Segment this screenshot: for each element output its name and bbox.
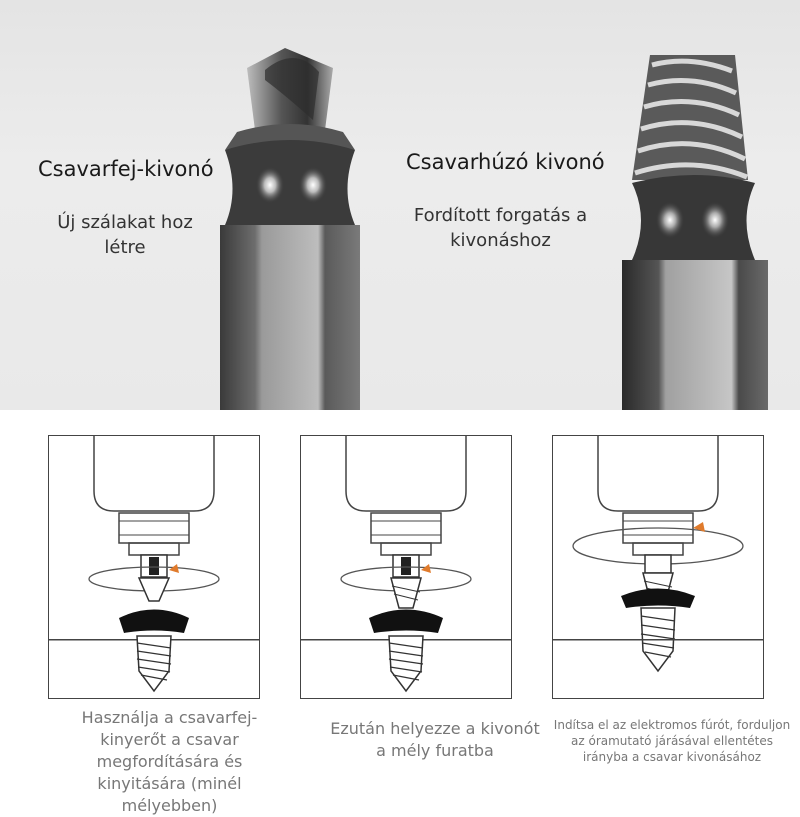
step-panel-2	[300, 435, 512, 699]
step-panel-1	[48, 435, 260, 699]
drill-with-head-extractor-icon	[49, 436, 259, 693]
step-panel-3	[552, 435, 764, 699]
screw-head-extractor-bit-icon	[220, 48, 360, 410]
screw-extractor-bit-icon	[622, 55, 768, 410]
step-caption-3: Indítsa el az elektromos fúrót, forduljo…	[553, 718, 791, 764]
left-bit-description: Új szálakat hoz létre	[57, 212, 193, 258]
drill-counterclockwise-extraction-icon	[553, 436, 763, 673]
drill-with-extractor-in-hole-icon	[301, 436, 511, 693]
right-bit-title: Csavarhúzó kivonó	[406, 150, 605, 174]
right-bit-description: Fordított forgatás a kivonáshoz	[413, 205, 588, 251]
product-photo-area: Csavarfej-kivonó Új szálakat hoz létre	[0, 0, 800, 410]
step-caption-2: Ezután helyezze a kivonót a mély furatba	[330, 719, 540, 760]
step-caption-1: Használja a csavarfej-kinyerőt a csavar …	[81, 708, 258, 815]
left-bit-title: Csavarfej-kivonó	[38, 157, 214, 181]
